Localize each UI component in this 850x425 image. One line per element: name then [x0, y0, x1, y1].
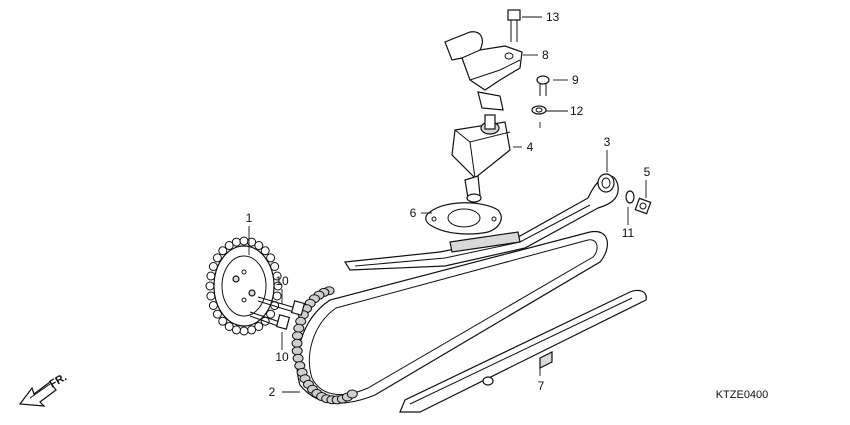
callout-3: 3 [604, 135, 611, 149]
sprocket-tooth [206, 271, 216, 281]
chain-link [292, 331, 303, 341]
chain-link [292, 353, 304, 363]
sprocket-tooth [224, 322, 234, 331]
sprocket-tooth [231, 237, 241, 247]
callout-8: 8 [542, 48, 549, 62]
leader-lines [248, 16, 647, 393]
callout-2: 2 [269, 385, 276, 399]
sprocket-tooth [218, 316, 228, 326]
screw-9 [536, 75, 550, 96]
sprocket-tooth [247, 237, 257, 247]
chain-link [291, 338, 303, 348]
sprocket-tooth [266, 253, 276, 263]
bolt-5 [634, 197, 652, 215]
front-marker-label: FR. [48, 371, 69, 390]
diagram-code: KTZE0400 [716, 389, 769, 401]
chain-guide [399, 289, 647, 413]
callout-10-lower: 10 [275, 350, 289, 364]
callout-12: 12 [570, 104, 584, 118]
washer-12 [531, 105, 547, 115]
callout-11: 11 [622, 226, 635, 240]
sprocket-tooth [254, 241, 264, 250]
callout-7: 7 [538, 379, 545, 393]
sprocket-bolt-lower [249, 311, 291, 330]
chain-link [346, 389, 358, 399]
sprocket-tooth [212, 253, 222, 263]
sprocket-bolt-upper [257, 296, 306, 316]
front-direction-arrow [18, 381, 57, 407]
sprocket-tooth [266, 309, 276, 319]
callout-10-upper: 10 [275, 274, 289, 288]
sprocket-tooth [239, 236, 249, 246]
sprocket-tooth [247, 325, 257, 335]
cam-sprocket [205, 236, 283, 336]
sprocket-tooth [272, 291, 282, 301]
sprocket-tooth [206, 291, 216, 301]
callout-13: 13 [546, 10, 560, 24]
callout-9: 9 [572, 73, 579, 87]
washer-11 [625, 190, 635, 204]
sprocket-tooth [205, 281, 215, 291]
sprocket-tooth [254, 322, 264, 331]
tensioner-slipper [343, 173, 619, 271]
sprocket-tooth [260, 246, 270, 256]
sprocket-tooth [231, 325, 241, 335]
sprocket-tooth [239, 326, 249, 336]
callout-6: 6 [410, 206, 417, 220]
sprocket-tooth [224, 241, 234, 250]
gasket [425, 202, 502, 235]
lifter-bracket [444, 31, 523, 111]
callout-4: 4 [527, 140, 534, 154]
callout-1: 1 [246, 211, 253, 225]
callout-5: 5 [644, 165, 651, 179]
sprocket-tooth [218, 246, 228, 256]
sprocket-tooth [212, 309, 222, 319]
bolt-13 [507, 9, 521, 42]
tensioner-lifter [451, 114, 511, 203]
chain-link [291, 346, 303, 356]
chain-link [293, 323, 305, 333]
